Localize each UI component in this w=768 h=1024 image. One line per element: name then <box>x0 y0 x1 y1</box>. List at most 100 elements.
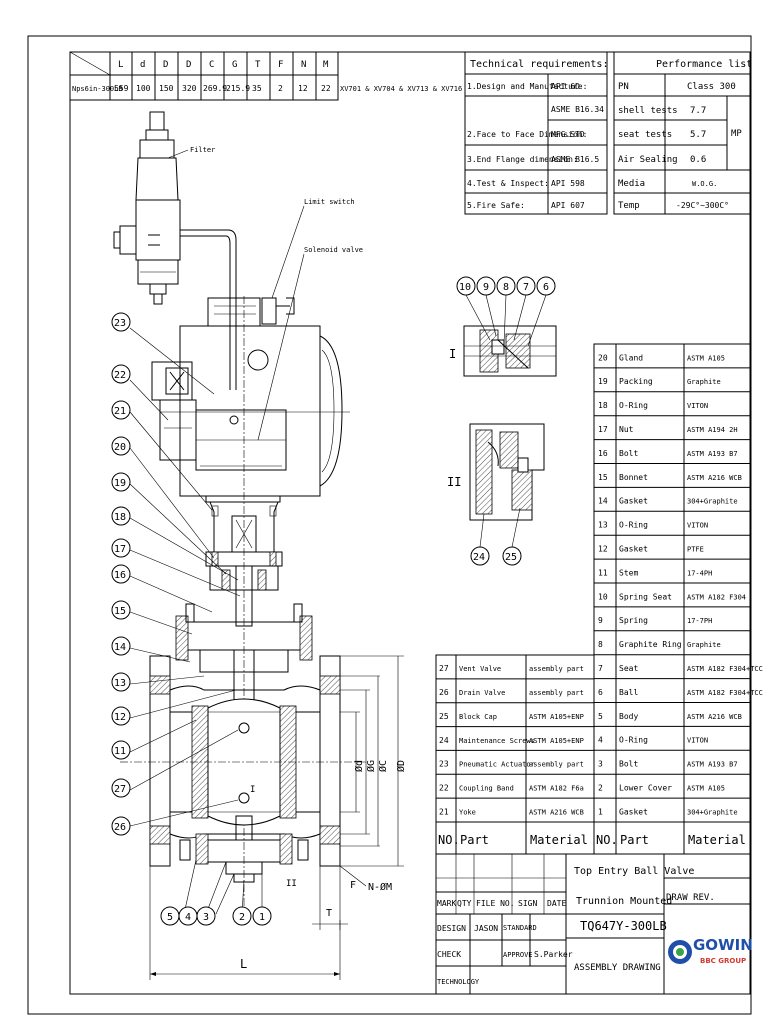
dim-value-T: 35 <box>252 84 262 93</box>
perf-label-6: Temp <box>618 201 640 211</box>
parts-right-material: 304+Graphite <box>687 808 738 816</box>
dim-header-F: F <box>278 60 283 70</box>
dim-header-M: M <box>323 60 329 70</box>
parts-right-material: ASTM A216 WCB <box>687 713 742 721</box>
balloon-6: 6 <box>543 282 549 293</box>
gowin-logo: GOWIN BBC GROUP <box>668 936 753 965</box>
parts-header-material-left: Material <box>530 833 588 847</box>
top-balloons: 10 9 8 7 6 <box>456 276 556 296</box>
tech-req-label-1: 1.Design and Manufacture: <box>467 82 587 91</box>
parts-header-material-right: Material <box>688 833 746 847</box>
parts-right-material: VITON <box>687 737 708 745</box>
parts-right-no: 4 <box>598 736 603 745</box>
parts-right-material: ASTM A193 B7 <box>687 450 738 458</box>
title-block: Top Entry Ball Valve Trunnion Mounted TQ… <box>435 853 753 995</box>
perf-unit: MP <box>731 129 742 139</box>
parts-left-no: 23 <box>439 760 449 769</box>
tb-sign: SIGN <box>518 899 537 908</box>
performance-title: Performance list <box>656 59 752 70</box>
parts-left-material: assembly part <box>529 689 584 697</box>
dim-header-D: D <box>163 60 168 70</box>
performance-table: Performance list PN Class 300 shell test… <box>613 51 752 215</box>
parts-right-material: VITON <box>687 522 708 530</box>
parts-right-part: Bolt <box>619 760 638 769</box>
parts-right-no: 6 <box>598 688 603 697</box>
tech-requirements-table: Technical requirements: 1.Design and Man… <box>464 51 608 215</box>
parts-left-part: Yoke <box>459 808 476 816</box>
dim-value-d: 100 <box>136 84 151 93</box>
balloon-20: 20 <box>114 442 126 453</box>
dim-label-G: ØG <box>365 760 377 772</box>
tech-req-label-5: 5.Fire Safe: <box>467 201 525 210</box>
tb-qty: QTY <box>457 899 472 908</box>
balloon-11: 11 <box>114 746 126 757</box>
tb-approver: S.Parker <box>534 950 573 959</box>
parts-right-no: 8 <box>598 640 603 649</box>
parts-right-part: Ball <box>619 688 638 697</box>
parts-right-material: 17-7PH <box>687 617 712 625</box>
parts-right-material: ASTM A193 B7 <box>687 761 738 769</box>
balloon-1: 1 <box>259 912 265 923</box>
parts-right-no: 5 <box>598 712 603 721</box>
dim-header-D2: D <box>186 60 191 70</box>
vent-valve-mark <box>238 722 250 734</box>
parts-left-part: Coupling Band <box>459 785 514 793</box>
parts-left-part: Drain Valve <box>459 689 505 697</box>
parts-right-material: ASTM A105 <box>687 784 725 792</box>
dim-header-L: L <box>118 60 123 70</box>
balloon-7: 7 <box>523 282 529 293</box>
parts-right-material: PTFE <box>687 545 704 553</box>
parts-right-material: Graphite <box>687 378 721 386</box>
dim-value-L: 559 <box>114 84 129 93</box>
parts-left-material: ASTM A105+ENP <box>529 737 584 745</box>
view-label-I: I <box>449 347 456 361</box>
section-mark-I: I <box>250 785 255 795</box>
parts-right-part: O-Ring <box>619 401 648 410</box>
balloon-19: 19 <box>114 478 126 489</box>
parts-right-no: 11 <box>598 568 608 577</box>
parts-left-part: Vent Valve <box>459 665 501 673</box>
balloon-9: 9 <box>483 282 489 293</box>
perf-value-4: 0.6 <box>690 155 706 165</box>
parts-right-material: ASTM A182 F304+TCC <box>687 689 763 697</box>
balloon-24: 24 <box>473 552 485 563</box>
parts-right-material: ASTM A182 F304+TCC <box>687 665 763 673</box>
dimension-table: L d D D C G T F N M Nps6in-300LB 559 100… <box>69 51 462 101</box>
parts-right-no: 14 <box>598 497 608 506</box>
parts-right-no: 17 <box>598 425 608 434</box>
balloon-17: 17 <box>114 544 126 555</box>
tech-req-value-1: API 6D <box>551 82 580 91</box>
parts-right-material: 17-4PH <box>687 569 712 577</box>
parts-header-no-right: NO. <box>596 833 618 847</box>
parts-right-part: Bolt <box>619 449 638 458</box>
dim-label-F: F <box>350 880 356 891</box>
view-label-II: II <box>447 475 461 489</box>
detail-view-I: I <box>449 325 557 377</box>
parts-right-part: Stem <box>619 568 638 577</box>
limit-switch <box>261 297 277 325</box>
tb-approve: APPROVE <box>503 951 533 959</box>
parts-header-part-right: Part <box>620 833 649 847</box>
parts-left-no: 24 <box>439 736 449 745</box>
callout-solenoid-valve: Solenoid valve <box>304 246 363 254</box>
balloon-26: 26 <box>114 822 126 833</box>
parts-right-material: ASTM A105 <box>687 354 725 362</box>
balloon-5: 5 <box>167 912 173 923</box>
parts-left-part: Block Cap <box>459 713 497 721</box>
parts-list-header: NO. Part Material NO. Part Material <box>435 821 751 855</box>
perf-label-5: Media <box>618 179 645 189</box>
tb-draw-rev: DRAW REV. <box>666 893 715 903</box>
tb-file-no: FILE NO. <box>476 899 515 908</box>
title-line-1: Top Entry Ball Valve <box>574 866 694 877</box>
parts-left-part: Pneumatic Actuator <box>459 761 535 769</box>
bottom-balloons: 5 4 3 2 1 <box>160 906 272 926</box>
balloon-25: 25 <box>505 552 517 563</box>
parts-right-no: 16 <box>598 449 608 458</box>
perf-value-3: 5.7 <box>690 130 706 140</box>
parts-left-material: assembly part <box>529 665 584 673</box>
section-mark-II: II <box>286 879 297 889</box>
balloon-27: 27 <box>114 784 126 795</box>
parts-left-part: Maintenance Screws <box>459 737 535 745</box>
parts-right-material: ASTM A216 WCB <box>687 474 742 482</box>
balloon-15: 15 <box>114 606 126 617</box>
